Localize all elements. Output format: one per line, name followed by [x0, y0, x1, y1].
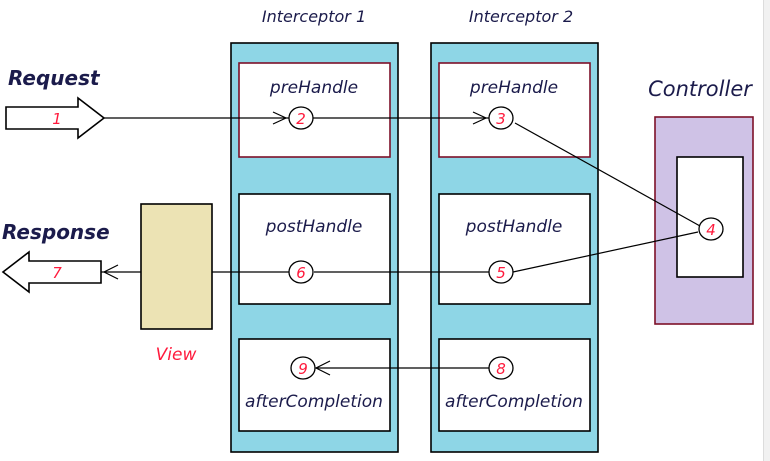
interceptor-1-posthandle-label: postHandle	[265, 217, 363, 237]
step-number-8: 8	[496, 360, 506, 378]
request-label: Request	[8, 66, 101, 90]
interceptor-1-title: Interceptor 1	[262, 7, 366, 26]
response-label: Response	[2, 220, 110, 244]
interceptor-1-prehandle-box	[238, 62, 391, 158]
step-number-9: 9	[298, 360, 308, 378]
arrowhead-response	[102, 264, 119, 280]
view-box	[140, 203, 213, 330]
step-number-7: 7	[52, 264, 62, 282]
controller-inner-box	[676, 156, 744, 278]
step-number-6: 6	[296, 264, 306, 282]
arrowhead-aftercompletion1	[314, 360, 331, 376]
step-number-3: 3	[496, 110, 506, 128]
step-circle-9	[290, 356, 316, 380]
interceptor-2-posthandle-label: postHandle	[465, 217, 563, 237]
step-circle-5	[488, 260, 514, 284]
step-number-2: 2	[296, 110, 306, 128]
interceptor-2-prehandle-box	[438, 62, 591, 158]
step-circle-8	[488, 356, 514, 380]
interceptor-2-title: Interceptor 2	[469, 7, 573, 26]
step-number-5: 5	[496, 264, 506, 282]
interceptor-1-prehandle-label: preHandle	[269, 78, 358, 98]
step-circle-6	[288, 260, 314, 284]
interceptor-2-posthandle-box	[438, 193, 591, 305]
edge-controller-to-posthandle2	[512, 231, 699, 273]
interceptor-1-aftercompletion-box	[238, 338, 391, 432]
page-scrollbar[interactable]	[763, 0, 770, 461]
interceptor-1-posthandle-box	[238, 193, 391, 305]
arrowhead-prehandle2	[472, 111, 488, 125]
controller-title: Controller	[648, 77, 753, 101]
interceptor-2-aftercompletion-box	[438, 338, 591, 432]
edge-prehandle2-to-controller	[514, 122, 701, 227]
interceptor-2-aftercompletion-label: afterCompletion	[445, 392, 583, 412]
step-circle-3	[488, 106, 514, 130]
response-block-arrow	[1, 250, 102, 294]
step-number-1: 1	[52, 110, 62, 128]
arrowhead-prehandle1	[272, 111, 288, 125]
step-circle-4	[698, 217, 724, 241]
interceptor-2-prehandle-label: preHandle	[469, 78, 558, 98]
request-block-arrow	[5, 96, 106, 140]
view-label: View	[156, 345, 197, 365]
step-circle-2	[288, 106, 314, 130]
step-number-4: 4	[706, 221, 716, 239]
interceptor-1-aftercompletion-label: afterCompletion	[245, 392, 383, 412]
